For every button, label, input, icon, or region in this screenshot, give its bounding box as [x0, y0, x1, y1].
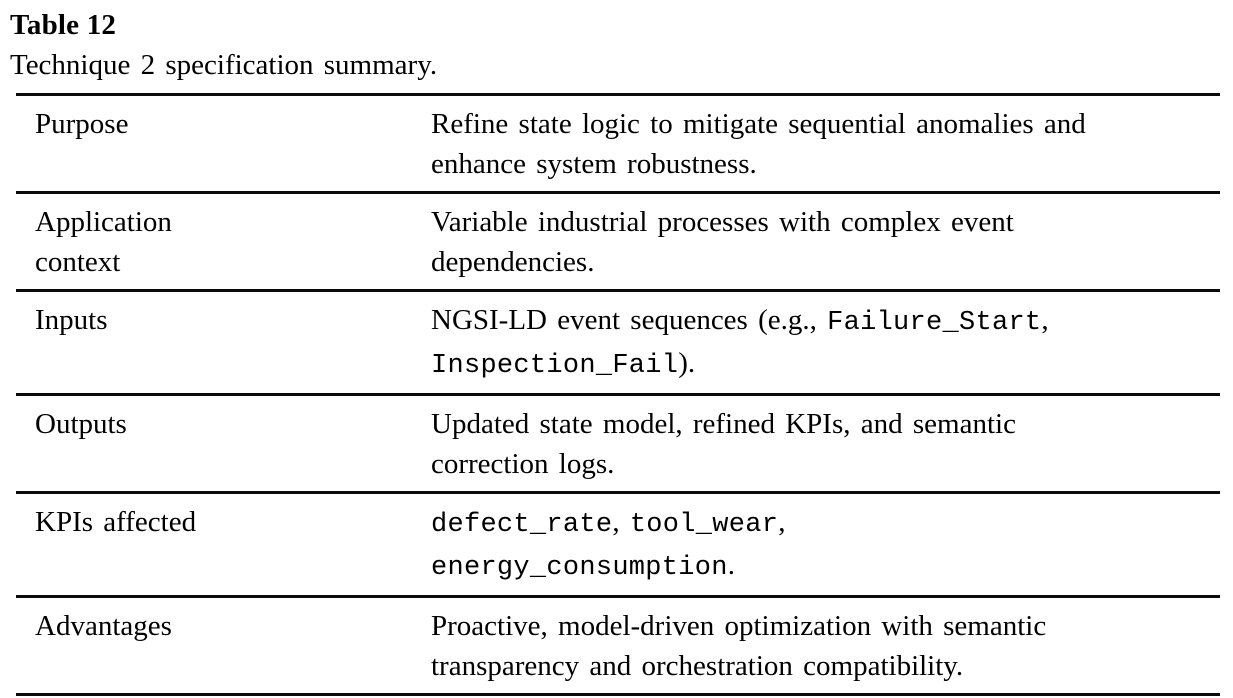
text-segment: correction logs.	[431, 448, 615, 480]
text-segment: ,	[612, 506, 630, 538]
row-value: NGSI-LD event sequences (e.g., Failure_S…	[431, 300, 1220, 386]
row-value: Proactive, model-driven optimization wit…	[431, 606, 1220, 686]
row-label: Purpose	[16, 104, 431, 144]
table-row: KPIs affected defect_rate, tool_wear,ene…	[16, 491, 1220, 595]
spec-table-body: Purpose Refine state logic to mitigate s…	[16, 93, 1220, 693]
label-line: Application	[35, 206, 172, 238]
value-line: Updated state model, refined KPIs, and s…	[431, 404, 1214, 444]
value-line: Inspection_Fail).	[431, 343, 1214, 386]
value-line: Proactive, model-driven optimization wit…	[431, 606, 1214, 646]
value-line: enhance system robustness.	[431, 144, 1214, 184]
label-line: Inputs	[35, 304, 108, 336]
table-row: Inputs NGSI-LD event sequences (e.g., Fa…	[16, 289, 1220, 393]
code-text: defect_rate	[431, 510, 613, 540]
text-segment: Updated state model, refined KPIs, and s…	[431, 408, 1016, 440]
value-line: dependencies.	[431, 242, 1214, 282]
text-segment: ,	[1041, 304, 1049, 336]
value-line: defect_rate, tool_wear,	[431, 502, 1214, 545]
value-line: correction logs.	[431, 444, 1214, 484]
code-text: Inspection_Fail	[431, 351, 679, 381]
label-line: Outputs	[35, 408, 127, 440]
text-segment: enhance system robustness.	[431, 148, 757, 180]
row-value: Variable industrial processes with compl…	[431, 202, 1220, 282]
value-line: energy_consumption.	[431, 545, 1214, 588]
text-segment: ).	[678, 347, 696, 379]
table-label: Table 12	[10, 9, 117, 41]
row-value: Refine state logic to mitigate sequentia…	[431, 104, 1220, 184]
code-text: energy_consumption	[431, 553, 728, 583]
text-segment: ,	[778, 506, 786, 538]
table-row: Outputs Updated state model, refined KPI…	[16, 393, 1220, 491]
value-line: Refine state logic to mitigate sequentia…	[431, 104, 1214, 144]
text-segment: .	[727, 549, 735, 581]
row-label: Inputs	[16, 300, 431, 340]
value-line: NGSI-LD event sequences (e.g., Failure_S…	[431, 300, 1214, 343]
row-label: Advantages	[16, 606, 431, 646]
code-text: Failure_Start	[827, 308, 1042, 338]
spec-table: Purpose Refine state logic to mitigate s…	[16, 93, 1220, 696]
row-value: defect_rate, tool_wear,energy_consumptio…	[431, 502, 1220, 588]
text-segment: NGSI-LD event sequences (e.g.,	[431, 304, 828, 336]
label-line: Purpose	[35, 108, 129, 140]
table-row: Purpose Refine state logic to mitigate s…	[16, 93, 1220, 191]
text-segment: Proactive, model-driven optimization wit…	[431, 610, 1047, 642]
code-text: tool_wear	[629, 510, 779, 540]
text-segment: Refine state logic to mitigate sequentia…	[431, 108, 1086, 140]
table-row: Advantages Proactive, model-driven optim…	[16, 595, 1220, 693]
text-segment: dependencies.	[431, 246, 595, 278]
value-line: transparency and orchestration compatibi…	[431, 646, 1214, 686]
label-line: Advantages	[35, 610, 172, 642]
table-caption: Technique 2 specification summary.	[10, 49, 438, 81]
row-value: Updated state model, refined KPIs, and s…	[431, 404, 1220, 484]
row-label: Outputs	[16, 404, 431, 444]
text-segment: Variable industrial processes with compl…	[431, 206, 1014, 238]
value-line: Variable industrial processes with compl…	[431, 202, 1214, 242]
label-line: context	[35, 246, 121, 278]
table-row: Application context Variable industrial p…	[16, 191, 1220, 289]
text-segment: transparency and orchestration compatibi…	[431, 650, 964, 682]
row-label: Application context	[16, 202, 431, 282]
label-line: KPIs affected	[35, 506, 197, 538]
row-label: KPIs affected	[16, 502, 431, 542]
